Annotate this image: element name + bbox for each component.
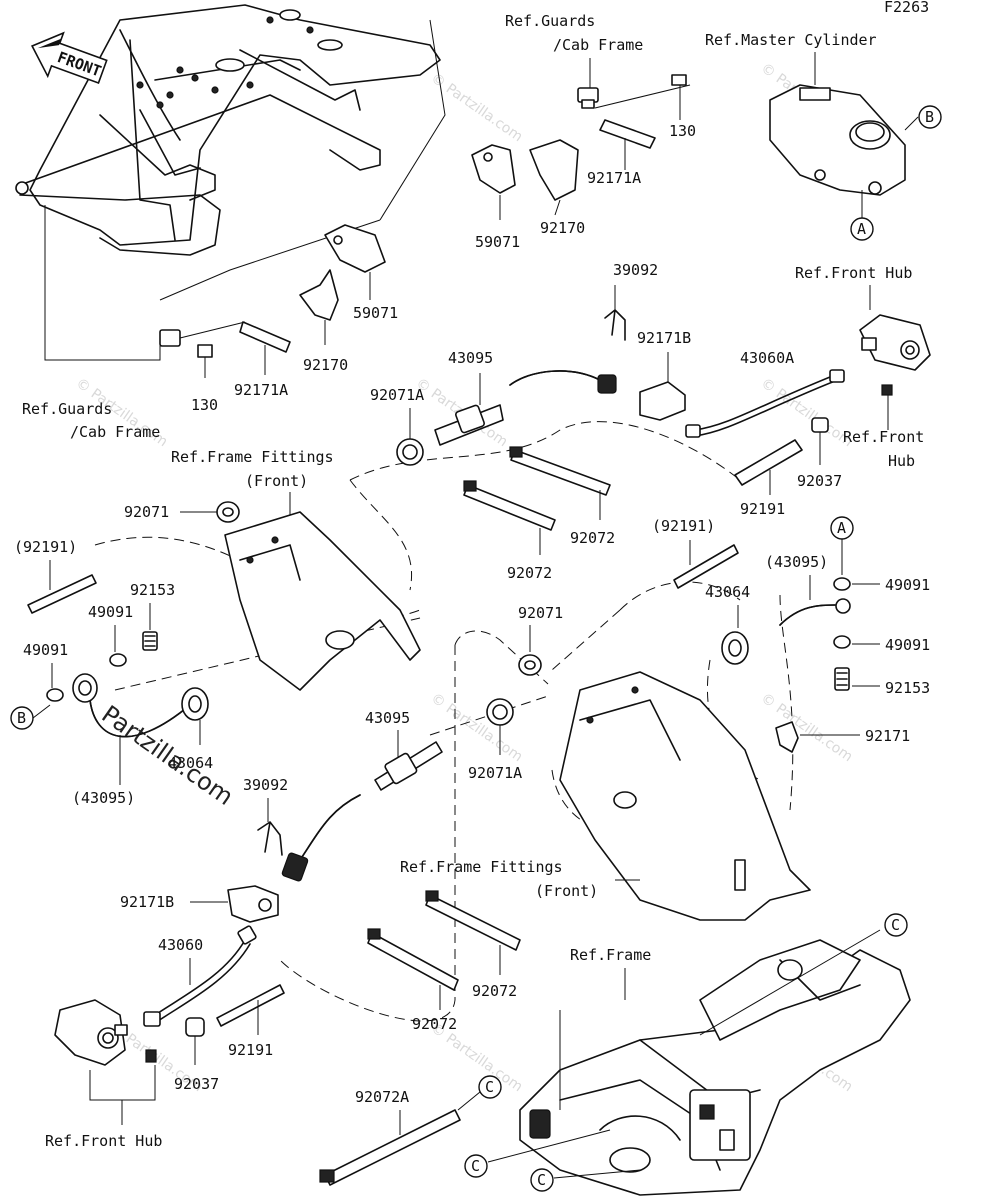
cable-ties-top: 92072 92072 [463, 446, 615, 582]
callout-c-a [478, 1075, 502, 1099]
ref-frame-fittings-1: Ref.Frame Fittings [171, 448, 334, 466]
ref-cab-frame-left: /Cab Frame [70, 423, 160, 441]
ref-guards-left: Ref.Guards [22, 400, 112, 418]
part-43060a: 43060A [740, 349, 794, 367]
right-frame-fittings: Ref.Frame Fittings (Front) (92191) 43064… [400, 516, 930, 921]
ref-front-hub-top: Ref.Front Hub [795, 264, 912, 282]
part-92072a: 92072A [355, 1088, 409, 1106]
part-49091-right-b: 49091 [885, 636, 930, 654]
callout-a [850, 217, 874, 241]
front-arrow-icon: FRONT [31, 31, 108, 84]
callout-b [918, 105, 942, 129]
ref-frame: Ref.Frame [570, 946, 651, 964]
part-130: 130 [669, 122, 696, 140]
figure-code: F2263 [884, 0, 929, 16]
part-39092-top: 39092 [613, 261, 658, 279]
watermark: © Partzilla.com [758, 690, 856, 765]
part-92171b-top: 92171B [637, 329, 691, 347]
part-92072-b: 92072 [507, 564, 552, 582]
callout-b-label: B [925, 108, 934, 126]
ref-guards-top: Ref.Guards [505, 12, 595, 30]
cable-ties-bottom: 92072 92072 92072A C [319, 890, 521, 1186]
part-43095-top: 43095 [448, 349, 493, 367]
callout-b-left-label: B [17, 709, 26, 727]
center-hose-group: 39092 92171B 43095 92071A 43060A [370, 261, 845, 466]
ref-frame-fittings-2: (Front) [245, 472, 308, 490]
callout-a-right-label: A [837, 519, 846, 537]
watermark: © Partzilla.com [428, 70, 526, 145]
part-92153-right: 92153 [885, 679, 930, 697]
main-frame: Ref.Frame C C C [464, 913, 911, 1196]
callout-c-b [884, 913, 908, 937]
cab-frame-guards [15, 4, 446, 301]
part-43095-center: 43095 [365, 709, 410, 727]
callout-c-c [464, 1154, 488, 1178]
part-92171a: 92171A [587, 169, 641, 187]
ref-cab-frame-top: /Cab Frame [553, 36, 643, 54]
callout-c-c-label: C [471, 1157, 480, 1175]
part-92191-top: 92191 [740, 500, 785, 518]
part-92072-d: 92072 [412, 1015, 457, 1033]
part-92071a-top: 92071A [370, 386, 424, 404]
part-92071-left: 92071 [124, 503, 169, 521]
part-92071a-center: 92071A [468, 764, 522, 782]
part-39092-center: 39092 [243, 776, 288, 794]
part-92037-top: 92037 [797, 472, 842, 490]
part-92171a-left: 92171A [234, 381, 288, 399]
part-92170: 92170 [540, 219, 585, 237]
callout-a-label: A [857, 220, 866, 238]
left-clamp-group: 59071 92170 92171A 130 Ref.Guards /Cab F… [22, 205, 398, 441]
part-92191-paren: (92191) [14, 538, 77, 556]
part-92071-center: 92071 [518, 604, 563, 622]
part-49091-right-a: 49091 [885, 576, 930, 594]
ref-frame-fittings-b1: Ref.Frame Fittings [400, 858, 563, 876]
part-59071: 59071 [353, 304, 398, 322]
callout-c-b-label: C [891, 916, 900, 934]
part-130-left: 130 [191, 396, 218, 414]
part-92072-a: 92072 [570, 529, 615, 547]
part-92037-bottom: 92037 [174, 1075, 219, 1093]
part-49091-left-b: 49091 [23, 641, 68, 659]
ref-front-hub-mid-1: Ref.Front [843, 428, 924, 446]
master-cylinder: Ref.Master Cylinder B A [705, 31, 942, 241]
callout-c-a-label: C [485, 1078, 494, 1096]
center-lower-hose: 92071 92071A 43095 39092 92171B [120, 604, 563, 923]
part-92153-left: 92153 [130, 581, 175, 599]
part-92072-c: 92072 [472, 982, 517, 1000]
part-43064-left: 43064 [168, 754, 213, 772]
part-92191-paren-right: (92191) [652, 517, 715, 535]
ref-front-hub-bottom: Ref.Front Hub [45, 1132, 162, 1150]
part-92191-bottom: 92191 [228, 1041, 273, 1059]
part-92171-right: 92171 [865, 727, 910, 745]
left-frame-fittings: Ref.Frame Fittings (Front) 92071 (92191)… [10, 448, 421, 807]
front-hub-top: Ref.Front Hub Ref.Front Hub 92037 92191 [734, 264, 931, 518]
part-43064-right: 43064 [705, 583, 750, 601]
part-59071-top: 59071 [475, 233, 520, 251]
part-43095-paren-left: (43095) [72, 789, 135, 807]
callout-c-d [530, 1168, 554, 1192]
part-92171b-center: 92171B [120, 893, 174, 911]
part-49091-left-a: 49091 [88, 603, 133, 621]
front-hub-bottom: 43060 92037 92191 Ref.Front Hub [45, 925, 285, 1150]
ref-front-hub-mid-2: Hub [888, 452, 915, 470]
part-92170-left: 92170 [303, 356, 348, 374]
watermark: © Partzilla.com [428, 690, 526, 765]
ref-master-cylinder: Ref.Master Cylinder [705, 31, 877, 49]
upper-clamp-group: Ref.Guards /Cab Frame 130 92171A 92170 5… [471, 12, 696, 251]
part-43060: 43060 [158, 936, 203, 954]
callout-c-d-label: C [537, 1171, 546, 1189]
part-43095-paren-right: (43095) [765, 553, 828, 571]
ref-frame-fittings-b2: (Front) [535, 882, 598, 900]
